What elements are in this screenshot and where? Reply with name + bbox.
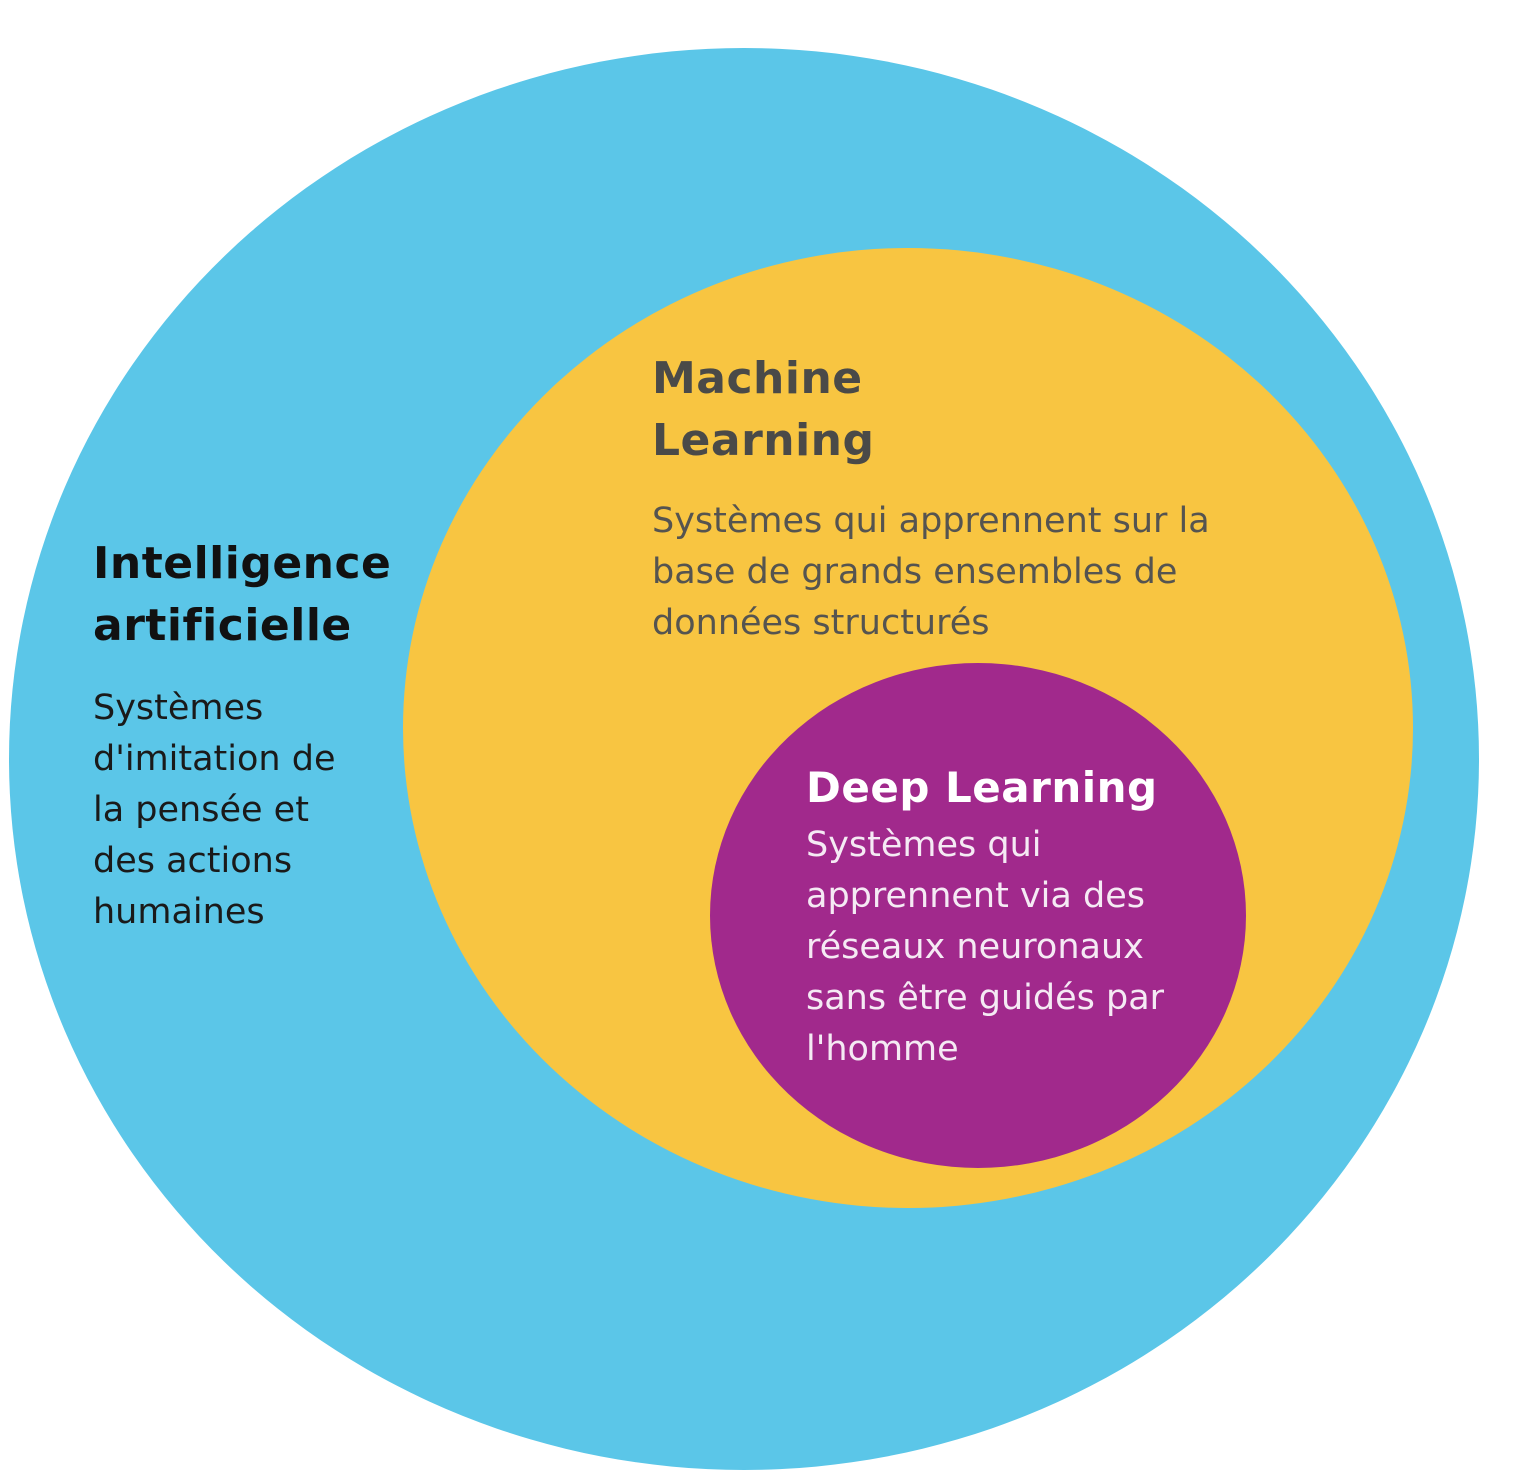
ai-description: Systèmes d'imitation de la pensée et des… bbox=[93, 683, 335, 938]
ml-title: Machine Learning bbox=[652, 348, 875, 472]
ai-title: Intelligence artificielle bbox=[93, 533, 391, 657]
ml-title-line: Machine bbox=[652, 353, 863, 404]
ml-description-line: base de grands ensembles de bbox=[652, 552, 1178, 592]
dl-description-line: l'homme bbox=[806, 1029, 959, 1069]
dl-description-line: Systèmes qui bbox=[806, 825, 1042, 865]
dl-description-line: apprennent via des bbox=[806, 876, 1145, 916]
ml-description-line: données structurés bbox=[652, 603, 990, 643]
ai-title-line: Intelligence bbox=[93, 538, 392, 589]
ai-description-line: d'imitation de bbox=[93, 739, 336, 779]
dl-title: Deep Learning bbox=[806, 763, 1158, 812]
dl-circle bbox=[710, 663, 1246, 1168]
ai-description-line: des actions bbox=[93, 841, 293, 881]
ai-description-line: humaines bbox=[93, 892, 265, 932]
ml-description: Systèmes qui apprennent sur la base de g… bbox=[652, 496, 1210, 649]
ai-description-line: Systèmes bbox=[93, 688, 264, 728]
ai-title-line: artificielle bbox=[93, 600, 352, 651]
dl-description-line: réseaux neuronaux bbox=[806, 927, 1144, 967]
ml-title-line: Learning bbox=[652, 415, 875, 466]
dl-description-line: sans être guidés par bbox=[806, 978, 1165, 1018]
ai-description-line: la pensée et bbox=[93, 790, 309, 830]
ml-description-line: Systèmes qui apprennent sur la bbox=[652, 501, 1210, 541]
dl-description: Systèmes qui apprennent via des réseaux … bbox=[806, 820, 1164, 1075]
